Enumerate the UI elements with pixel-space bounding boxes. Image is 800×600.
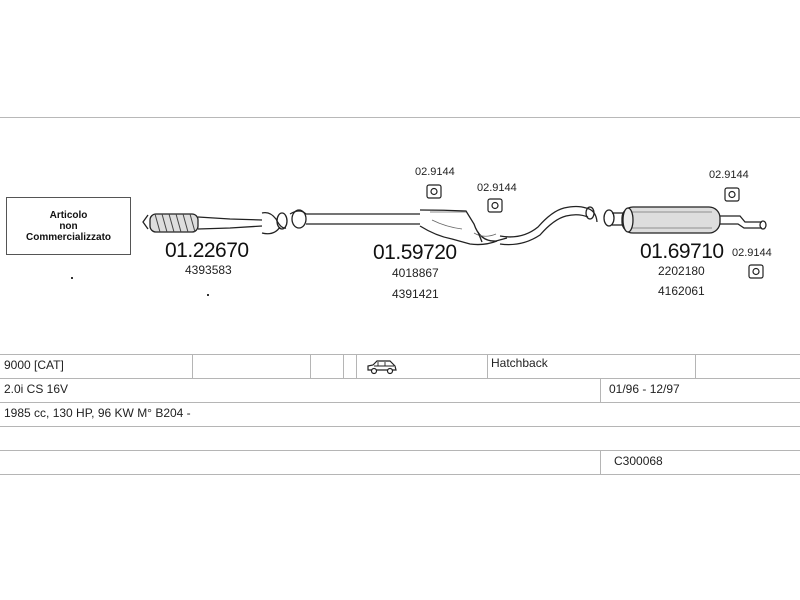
clamp-icon	[748, 264, 764, 279]
table-row	[0, 426, 800, 451]
clamp-icon	[426, 184, 442, 199]
table-row: C300068	[0, 450, 800, 475]
rear-silencer-part-number[interactable]: 01.69710	[640, 240, 724, 263]
clamp-part-number[interactable]: 02.9144	[415, 166, 455, 178]
production-period-cell: 01/96 - 12/97	[609, 382, 680, 396]
middle-silencer-drawing	[289, 209, 508, 246]
model-cell: 9000 [CAT]	[4, 358, 64, 372]
notice-line: Commercializzato	[25, 231, 112, 243]
kit-code-cell: C300068	[614, 454, 663, 468]
body-type-cell: Hatchback	[491, 356, 548, 370]
engine-spec-cell: 1985 cc, 130 HP, 96 KW M° B204 -	[4, 406, 191, 420]
table-row: 2.0i CS 16V 01/96 - 12/97	[0, 378, 800, 403]
top-border	[0, 117, 800, 118]
car-hatchback-icon	[367, 360, 397, 375]
notice-line: non	[59, 220, 78, 232]
marker-dot	[71, 277, 73, 279]
clamp-part-number[interactable]: 02.9144	[709, 169, 749, 181]
rear-silencer-drawing	[603, 206, 767, 234]
table-row: 9000 [CAT] Hatchback	[0, 354, 800, 379]
rear-silencer-oem-number: 4162061	[658, 284, 705, 298]
table-row: 1985 cc, 130 HP, 96 KW M° B204 -	[0, 402, 800, 427]
clamp-icon	[487, 198, 503, 213]
front-pipe-drawing	[142, 211, 288, 235]
not-commercialized-notice: Articolo non Commercializzato	[6, 197, 131, 255]
clamp-icon	[724, 187, 740, 202]
marker-dot	[207, 294, 209, 296]
front-pipe-part-number[interactable]: 01.22670	[165, 239, 249, 262]
table-bottom-border	[0, 474, 800, 475]
rear-silencer-oem-number: 2202180	[658, 264, 705, 278]
middle-silencer-oem-number: 4391421	[392, 287, 439, 301]
notice-line: Articolo	[49, 209, 88, 221]
engine-variant-cell: 2.0i CS 16V	[4, 382, 69, 396]
middle-silencer-oem-number: 4018867	[392, 266, 439, 280]
over-axle-pipe-drawing	[499, 205, 598, 246]
clamp-part-number[interactable]: 02.9144	[477, 182, 517, 194]
middle-silencer-part-number[interactable]: 01.59720	[373, 241, 457, 264]
front-pipe-oem-number: 4393583	[185, 263, 232, 277]
clamp-part-number[interactable]: 02.9144	[732, 247, 772, 259]
